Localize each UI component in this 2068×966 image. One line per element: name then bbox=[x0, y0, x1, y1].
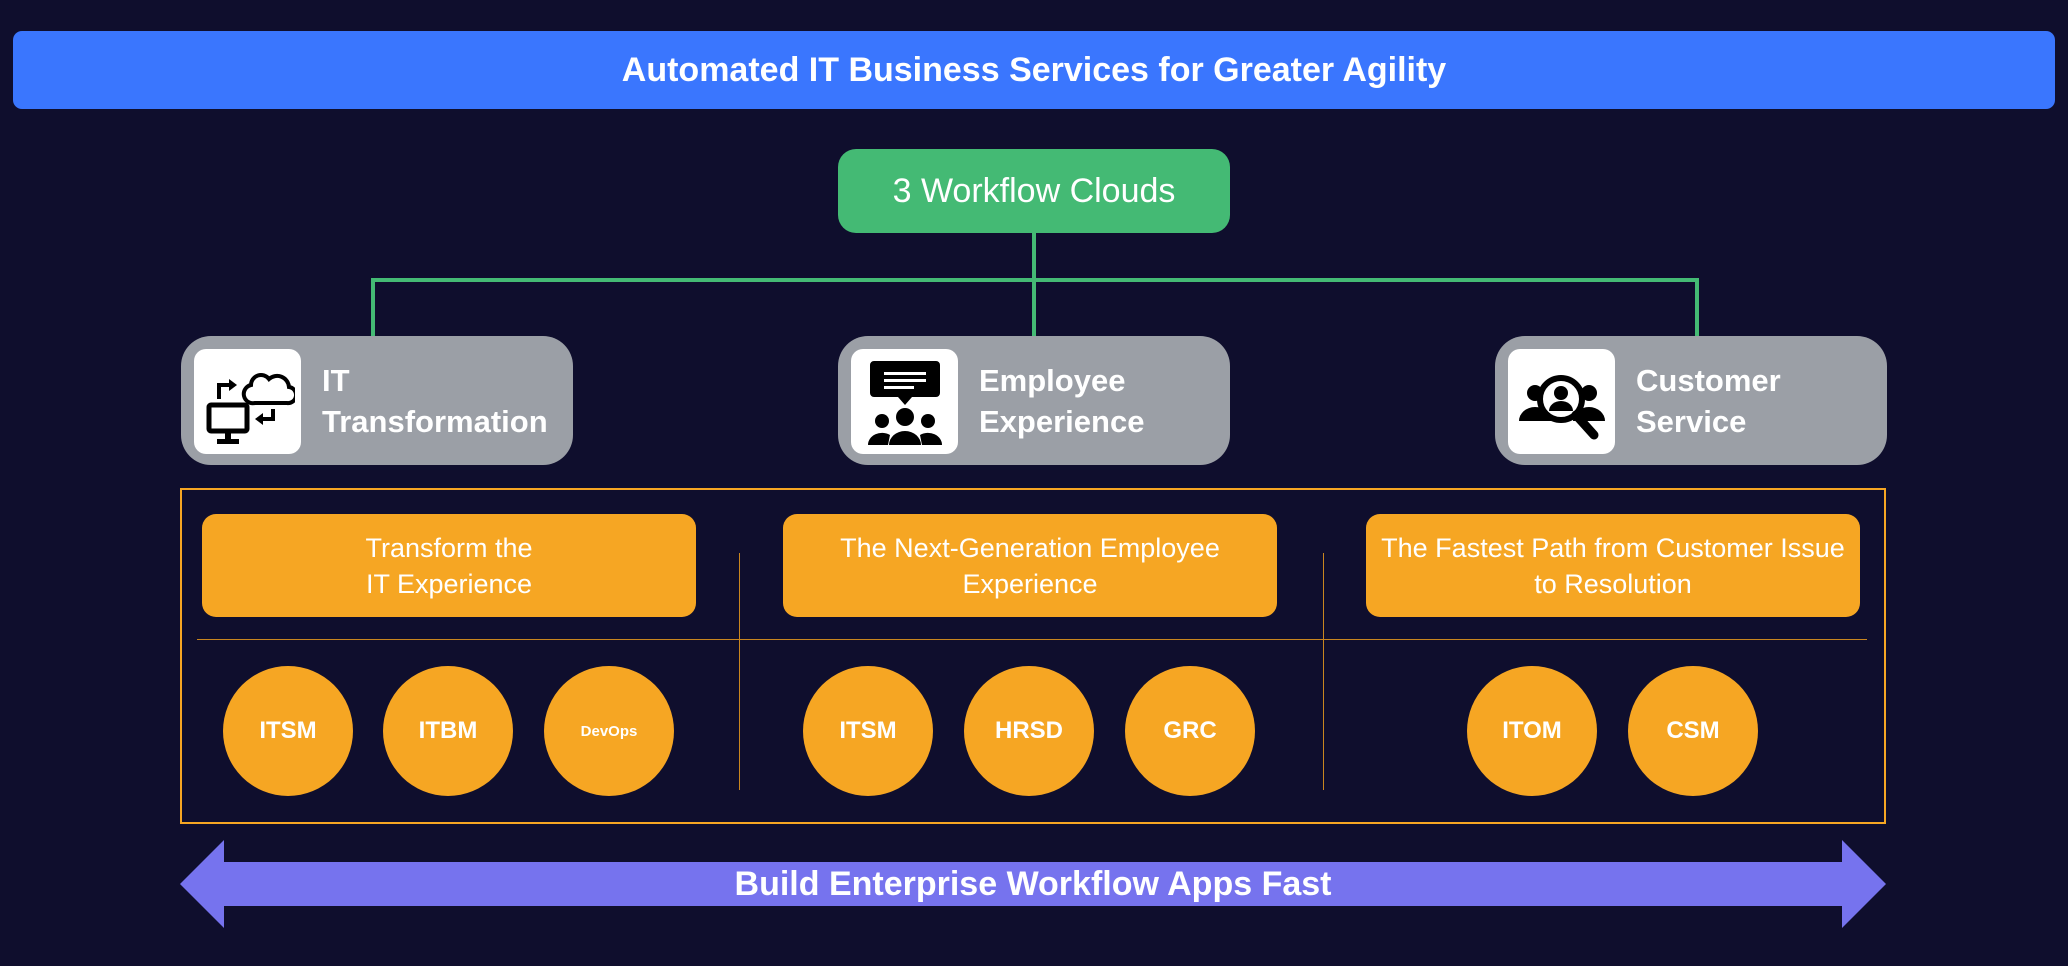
description-customer-service: The Fastest Path from Customer Issue to … bbox=[1366, 514, 1860, 617]
connector-horizontal bbox=[371, 278, 1699, 282]
product-circle-devops: DevOps bbox=[544, 666, 674, 796]
page-title-banner: Automated IT Business Services for Great… bbox=[13, 31, 2055, 109]
offerings-frame bbox=[180, 488, 1886, 824]
double-arrow-icon bbox=[180, 840, 1886, 928]
category-employee-experience: Employee Experience bbox=[838, 336, 1230, 465]
category-customer-service: Customer Service bbox=[1495, 336, 1887, 465]
connector-right-down bbox=[1695, 278, 1699, 336]
category-label: IT Transformation bbox=[322, 363, 548, 439]
customer-search-icon bbox=[1508, 349, 1615, 454]
connector-root-down bbox=[1032, 233, 1036, 336]
category-label: Employee Experience bbox=[979, 363, 1145, 439]
computer-cloud-sync-icon bbox=[194, 349, 301, 454]
product-circle-csm: CSM bbox=[1628, 666, 1758, 796]
product-circle-itsm: ITSM bbox=[803, 666, 933, 796]
footer-label: Build Enterprise Workflow Apps Fast bbox=[734, 864, 1332, 903]
description-employee-experience: The Next-Generation Employee Experience bbox=[783, 514, 1277, 617]
category-label: Customer Service bbox=[1636, 363, 1781, 439]
divider-vertical-1 bbox=[739, 553, 740, 790]
root-node: 3 Workflow Clouds bbox=[838, 149, 1230, 233]
page-title: Automated IT Business Services for Great… bbox=[621, 50, 1447, 89]
product-circle-itom: ITOM bbox=[1467, 666, 1597, 796]
category-it-transformation: IT Transformation bbox=[181, 336, 573, 465]
product-circle-grc: GRC bbox=[1125, 666, 1255, 796]
product-circle-itsm: ITSM bbox=[223, 666, 353, 796]
connector-left-down bbox=[371, 278, 375, 336]
root-label: 3 Workflow Clouds bbox=[892, 171, 1176, 210]
product-circle-itbm: ITBM bbox=[383, 666, 513, 796]
divider-vertical-2 bbox=[1323, 553, 1324, 790]
divider-horizontal bbox=[197, 639, 1867, 640]
team-chat-icon bbox=[851, 349, 958, 454]
product-circle-hrsd: HRSD bbox=[964, 666, 1094, 796]
description-it-transformation: Transform the IT Experience bbox=[202, 514, 696, 617]
